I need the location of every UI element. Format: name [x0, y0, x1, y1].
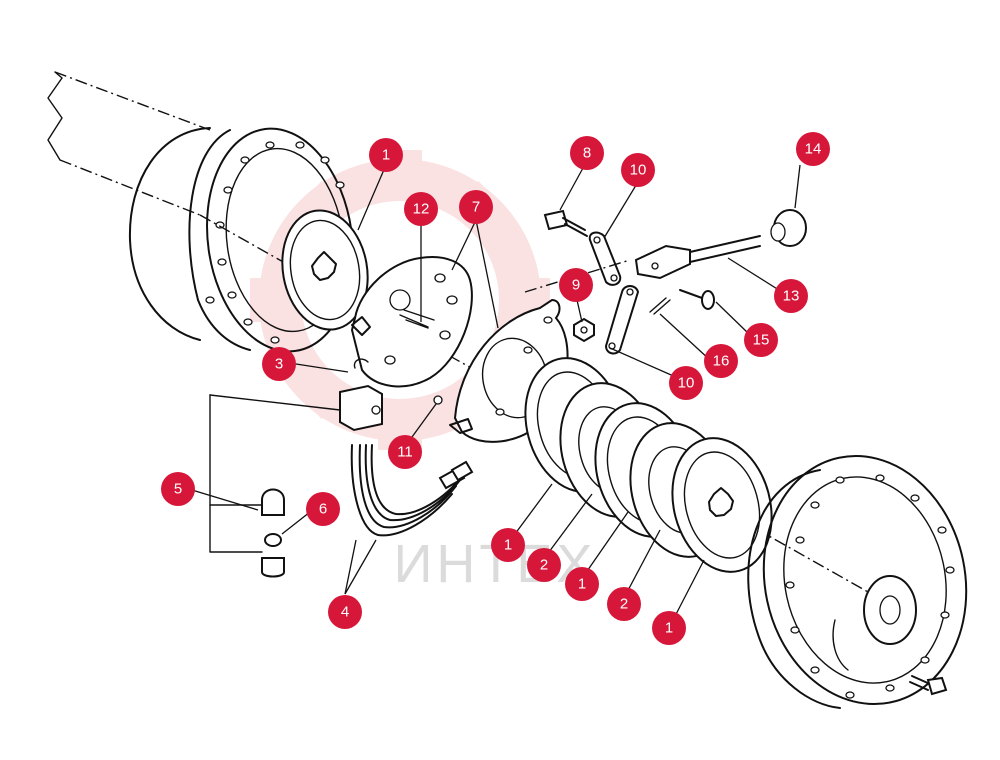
callout-number: 16 [713, 353, 730, 370]
callout-11: 11 [388, 435, 422, 469]
callout-badge [565, 567, 599, 601]
callout-3: 3 [262, 347, 296, 381]
right-wheel-hub [747, 454, 968, 709]
link-10-upper [588, 231, 622, 286]
callout-number: 5 [174, 481, 182, 498]
callout-14: 14 [796, 132, 830, 166]
callout-badge [621, 153, 655, 187]
callout-10-top: 10 [621, 153, 655, 187]
callout-1-b: 1 [565, 567, 599, 601]
callout-1-a: 1 [491, 528, 525, 562]
callout-badge [570, 136, 604, 170]
hub-bolt [909, 675, 948, 696]
callout-number: 4 [341, 604, 349, 621]
callout-number: 12 [413, 201, 430, 218]
callout-13: 13 [774, 279, 808, 313]
bolt-8 [543, 209, 588, 237]
callout-badge [669, 366, 703, 400]
pin-15 [679, 289, 715, 310]
callout-badge [369, 138, 403, 172]
callout-number: 1 [578, 576, 586, 593]
callout-number: 11 [397, 444, 413, 461]
callout-number: 9 [572, 277, 580, 294]
bushing-14 [770, 209, 807, 247]
callout-badge [527, 548, 561, 582]
callout-number: 6 [319, 501, 327, 518]
callout-16: 16 [704, 344, 738, 378]
backing-plate [350, 256, 473, 388]
callout-number: 3 [275, 356, 283, 373]
callout-badge [774, 279, 808, 313]
nut-9 [573, 317, 595, 343]
actuator-linkage [524, 209, 807, 355]
callout-badge [796, 132, 830, 166]
callout-6: 6 [306, 492, 340, 526]
callout-9: 9 [559, 268, 593, 302]
callout-number: 15 [753, 332, 770, 349]
callout-number: 7 [472, 199, 480, 216]
callout-10-bottom: 10 [669, 366, 703, 400]
callout-number: 2 [540, 557, 548, 574]
sensor-adapters [261, 488, 285, 578]
callout-badge [607, 587, 641, 621]
callout-15: 15 [744, 323, 778, 357]
callout-number: 10 [630, 162, 647, 179]
disc-1-c [671, 437, 773, 573]
callout-12: 12 [404, 192, 438, 226]
callout-7: 7 [459, 190, 493, 224]
callout-number: 14 [805, 141, 822, 158]
callout-number: 2 [620, 596, 628, 613]
friction-disc-top [281, 209, 369, 331]
leader-lines [191, 164, 801, 623]
callout-badge [328, 595, 362, 629]
callout-2-b: 2 [607, 587, 641, 621]
callout-badge [306, 492, 340, 526]
link-10-lower [604, 285, 640, 355]
callout-badge [704, 344, 738, 378]
callout-number: 8 [583, 145, 591, 162]
callout-number: 10 [678, 375, 695, 392]
hub-bolt-holes [785, 474, 955, 699]
callout-1-c: 1 [652, 611, 686, 645]
callout-5: 5 [161, 472, 195, 506]
callout-1-top: 1 [369, 138, 403, 172]
callout-badge [388, 435, 422, 469]
callout-badge [161, 472, 195, 506]
callout-badge [404, 192, 438, 226]
callout-number: 13 [783, 288, 800, 305]
callout-badge [491, 528, 525, 562]
cable-bundle [350, 444, 474, 537]
callout-badge [459, 190, 493, 224]
callout-number: 1 [382, 147, 390, 164]
cotter-pin-16 [649, 297, 671, 315]
callout-8: 8 [570, 136, 604, 170]
clevis-lever-13 [634, 235, 761, 280]
sensor-bracket [209, 358, 443, 553]
callout-badge [559, 268, 593, 302]
callout-number: 1 [504, 537, 512, 554]
housing-bolt-holes [205, 141, 345, 344]
callout-badge [262, 347, 296, 381]
callout-badge [744, 323, 778, 357]
callout-number: 1 [665, 620, 673, 637]
callout-2-a: 2 [527, 548, 561, 582]
callout-badge [652, 611, 686, 645]
callout-4: 4 [328, 595, 362, 629]
disc-stack [524, 357, 773, 573]
